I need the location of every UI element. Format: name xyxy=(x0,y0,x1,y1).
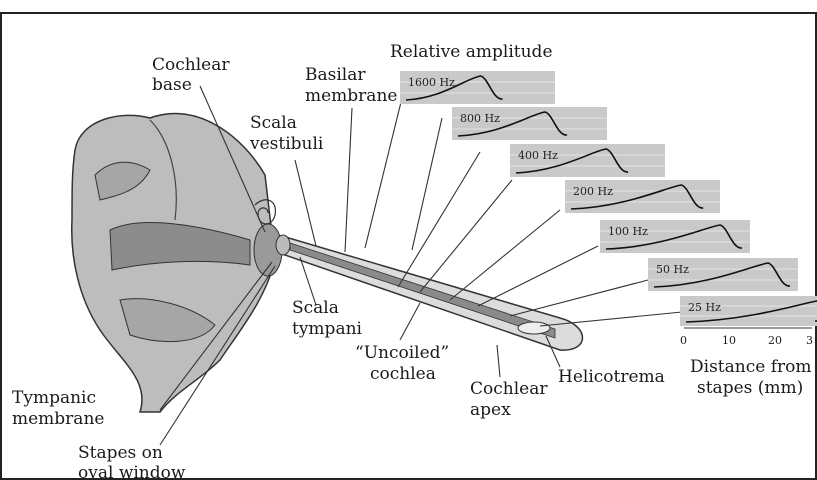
relative-amplitude-label: Relative amplitude xyxy=(390,42,553,62)
frequency-label: 25 Hz xyxy=(688,301,721,314)
frequency-panel: 1600 Hz xyxy=(400,71,555,104)
frequency-panel: 25 Hz xyxy=(680,296,817,326)
tympanic-membrane-label-line1: Tympanic xyxy=(12,388,96,408)
axis-tick-30: 3 xyxy=(806,334,813,347)
cochlear-apex-label-line1: Cochlear xyxy=(470,379,548,399)
frequency-panel: 50 Hz xyxy=(648,258,798,291)
cochlear-base-label-line1: Cochlear xyxy=(152,55,230,75)
tympanic-membrane-label-line2: membrane xyxy=(12,409,104,429)
basilar-membrane-label-line1: Basilar xyxy=(305,65,366,85)
frequency-label: 400 Hz xyxy=(518,149,558,162)
frequency-label: 100 Hz xyxy=(608,225,648,238)
distance-axis-title-line1: Distance from xyxy=(690,357,811,377)
frequency-panel: 100 Hz xyxy=(600,220,750,253)
frequency-panel: 200 Hz xyxy=(565,180,720,213)
frequency-panel: 800 Hz xyxy=(452,107,607,140)
cochlear-apex-label-line2: apex xyxy=(470,400,511,420)
basilar-membrane-label-line2: membrane xyxy=(305,86,397,106)
helicotrema-label: Helicotrema xyxy=(558,367,665,387)
distance-axis-title-line2: stapes (mm) xyxy=(697,378,803,398)
stapes-label-line2: oval window xyxy=(78,463,186,480)
axis-tick-0: 0 xyxy=(680,334,687,347)
frequency-panel: 400 Hz xyxy=(510,144,665,177)
axis-tick-10: 10 xyxy=(722,334,736,347)
axis-tick-20: 20 xyxy=(768,334,782,347)
scala-tympani-label-line2: tympani xyxy=(292,319,363,339)
scala-tympani-label-line1: Scala xyxy=(292,298,339,318)
frequency-label: 800 Hz xyxy=(460,112,500,125)
frequency-label: 200 Hz xyxy=(573,185,613,198)
scala-vestibuli-label-line1: Scala xyxy=(250,113,297,133)
uncoiled-cochlea-label-line1: “Uncoiled” xyxy=(355,343,449,363)
stapes-label-line1: Stapes on xyxy=(78,443,163,463)
cochlear-base-label-line2: base xyxy=(152,75,192,95)
uncoiled-cochlea-label-line2: cochlea xyxy=(370,364,436,384)
frequency-label: 50 Hz xyxy=(656,263,689,276)
scala-vestibuli-label-line2: vestibuli xyxy=(249,134,324,154)
frequency-label: 1600 Hz xyxy=(408,76,455,89)
